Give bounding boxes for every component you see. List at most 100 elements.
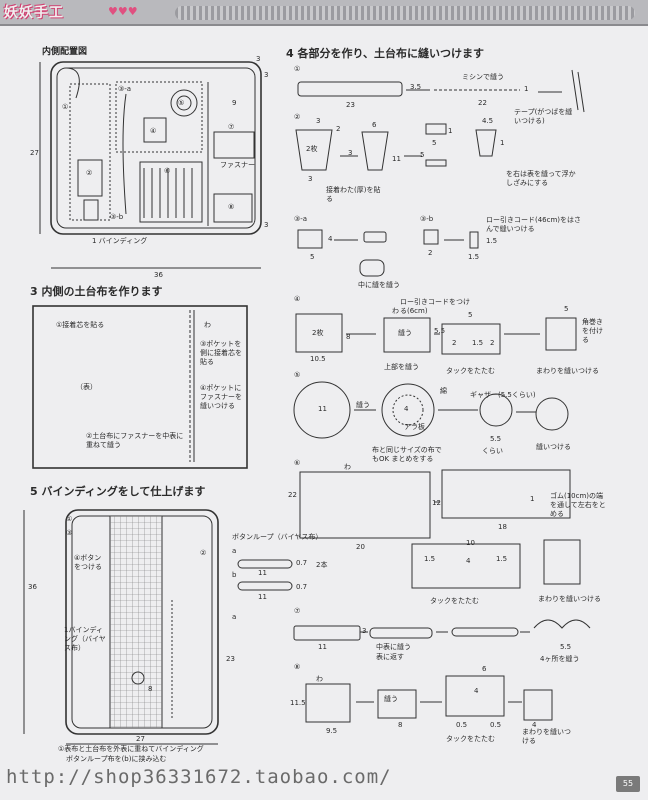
step1-note2: テープ(がつばを縫いつける) bbox=[514, 108, 573, 126]
binding-loop-label: ボタンループ（バイヤス布） bbox=[232, 533, 323, 541]
step6-d6: 1.5 bbox=[424, 555, 436, 563]
step3a-note: 中に縫を縫う bbox=[358, 281, 400, 289]
layout-label-2: ② bbox=[86, 169, 93, 177]
step2-d4: 6 bbox=[372, 121, 377, 129]
step3b-note: ロー引きコード(46cm)をはさんで縫いつける bbox=[486, 216, 582, 234]
step5-d3: 4 bbox=[404, 405, 409, 413]
step3a-d1: 5 bbox=[310, 253, 315, 261]
parts-title: 4 各部分を作り、土台布に縫いつけます bbox=[286, 47, 485, 60]
layout-zipper-label: ファスナー bbox=[220, 161, 255, 169]
binding-height: 36 bbox=[28, 583, 37, 591]
step7-d3: 5.5 bbox=[560, 643, 572, 651]
step4-note2: 上部を縫う bbox=[384, 363, 419, 371]
step4-note4: まわりを縫いつける bbox=[536, 367, 599, 375]
step2-d6: 5 bbox=[432, 139, 437, 147]
binding-button: 8 bbox=[148, 685, 153, 693]
step4-sew: 縫う bbox=[398, 329, 412, 337]
step7-d2: 11 bbox=[318, 643, 327, 651]
step6-d4: 18 bbox=[498, 523, 507, 531]
loop-b-width: 0.7 bbox=[296, 583, 308, 591]
inner-base-outline bbox=[32, 305, 248, 469]
layout-height: 27 bbox=[30, 149, 39, 157]
step2-d1: 3 bbox=[316, 117, 321, 125]
step2-d7: 11 bbox=[392, 155, 401, 163]
binding-label-1: 1バインディング（バイヤス布） bbox=[64, 626, 106, 653]
step5-note6: 綿 bbox=[440, 387, 447, 395]
step1-d3: 22 bbox=[478, 99, 487, 107]
layout-corner-bottom: 3 bbox=[264, 221, 269, 229]
step6-d3: 12 bbox=[432, 499, 441, 507]
step5-number: ⑤ bbox=[294, 371, 301, 379]
step4-note1: ロー引きコードをつける(6cm) bbox=[400, 298, 470, 316]
step8-d6: 0.5 bbox=[456, 721, 468, 729]
step6-d2: 20 bbox=[356, 543, 365, 551]
layout-label-1: ① bbox=[62, 103, 69, 111]
step4-d2: 10.5 bbox=[310, 355, 326, 363]
step3a-number: ③-a bbox=[294, 215, 308, 223]
step8-d8: 4 bbox=[532, 721, 537, 729]
loop-a-length: 11 bbox=[258, 569, 267, 577]
header-bar: 妖妖手工 ♥♥♥ bbox=[0, 0, 648, 26]
binding-side: 23 bbox=[226, 655, 235, 663]
layout-title: 内側配置図 bbox=[42, 47, 88, 57]
step1-d1: 23 bbox=[346, 101, 355, 109]
binding-label-3: ③ bbox=[66, 529, 73, 537]
step2-d5: 3 bbox=[348, 149, 353, 157]
step4-number: ④ bbox=[294, 295, 301, 303]
step8-note1: 縫う bbox=[384, 695, 398, 703]
step4-note5: 角巻きを付ける bbox=[582, 318, 603, 345]
step2-note2: を右は表を縫って浮かしざみにする bbox=[506, 170, 576, 188]
step6-note3: まわりを縫いつける bbox=[538, 595, 601, 603]
step5-d1: 11 bbox=[318, 405, 327, 413]
inner-base-front: （表） bbox=[76, 383, 97, 391]
layout-label-8: ⑧ bbox=[228, 203, 235, 211]
step2-n4: 5 bbox=[420, 151, 425, 159]
step5-note5: くらい bbox=[482, 447, 503, 455]
inner-base-note-4: ②土台布にファスナーを中表に重ねて縫う bbox=[86, 432, 184, 450]
step6-d8: 1.5 bbox=[496, 555, 508, 563]
step8-note2: タックをたたむ bbox=[446, 735, 495, 743]
step2-d8: 4.5 bbox=[482, 117, 494, 125]
step8-wa: わ bbox=[316, 675, 323, 683]
step5-d2: 5.5 bbox=[490, 435, 502, 443]
step6-wa: わ bbox=[344, 463, 351, 471]
binding-loop-a: a bbox=[232, 547, 237, 555]
layout-width: 36 bbox=[154, 271, 163, 279]
step2-d3: 3 bbox=[308, 175, 313, 183]
step5-plus: アラ板 bbox=[404, 423, 425, 431]
step6-d1: 22 bbox=[288, 491, 297, 499]
loop-a-width: 0.7 bbox=[296, 559, 308, 567]
inner-base-note-3: ④ポケットにファスナーを縫いつける bbox=[200, 384, 242, 411]
step4-d1: 8 bbox=[346, 333, 351, 341]
step2-count: 2枚 bbox=[306, 145, 318, 153]
step4-d7: 5 bbox=[564, 305, 569, 313]
step3b-d1: 2 bbox=[428, 249, 433, 257]
step5-note3: 布と同じサイズの布でもOK まとめをする bbox=[372, 446, 442, 464]
step8-number: ⑧ bbox=[294, 663, 301, 671]
step6-d9: 1 bbox=[530, 495, 535, 503]
step8-d1: 11.5 bbox=[290, 699, 306, 707]
step6-d7: 4 bbox=[466, 557, 471, 565]
inner-base-note-1: ①接着芯を貼る bbox=[56, 321, 105, 329]
step6-number: ⑥ bbox=[294, 459, 301, 467]
step6-d5: 10 bbox=[466, 539, 475, 547]
hearts-decoration: ♥♥♥ bbox=[108, 5, 138, 18]
binding-width: 27 bbox=[136, 735, 145, 743]
step2-d2: 2 bbox=[336, 125, 341, 133]
shop-logo: 妖妖手工 bbox=[4, 5, 64, 21]
shop-watermark: http://shop36331672.taobao.com/ bbox=[6, 766, 392, 788]
inner-layout-outline bbox=[50, 61, 262, 235]
step1-d2: 3.5 bbox=[410, 83, 422, 91]
step7-d1: 3 bbox=[362, 627, 367, 635]
step7-number: ⑦ bbox=[294, 607, 301, 615]
step6-note1: ゴム(10cm)の端を通して左右をとめる bbox=[550, 492, 606, 519]
step2-d9: 1 bbox=[500, 139, 505, 147]
step3b-number: ③-b bbox=[420, 215, 434, 223]
step4-d3: 5.5 bbox=[434, 327, 446, 335]
step5-note4: 縫いつける bbox=[536, 443, 571, 451]
inner-base-note-2: ③ポケットを側に接着芯を貼る bbox=[200, 340, 242, 367]
binding-loop-count: 2本 bbox=[316, 561, 328, 569]
step2-note1: 接着わた(厚)を貼る bbox=[326, 186, 381, 204]
